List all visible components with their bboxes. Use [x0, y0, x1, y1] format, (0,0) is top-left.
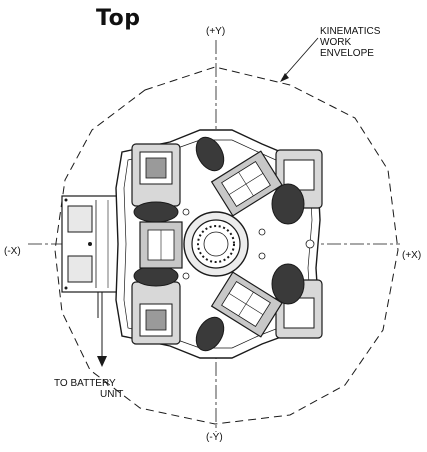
battery-arrowhead: [97, 356, 107, 367]
envelope-arrowhead: [280, 73, 289, 82]
leg-right-lower: [271, 263, 323, 339]
envelope-callout: KINEMATICS WORK ENVELOPE: [320, 26, 380, 59]
axis-label-plus-y: (+Y): [206, 26, 226, 37]
envelope-callout-line-1: KINEMATICS: [320, 26, 381, 37]
axis-label-minus-x: (-X): [4, 246, 21, 257]
axis-label-plus-x: (+X): [402, 250, 422, 261]
battery-box: [61, 195, 127, 293]
joint-upper: [195, 136, 225, 172]
leg-left-lower: [131, 265, 181, 345]
leg-right-upper: [271, 149, 323, 225]
view-title: Top: [96, 6, 141, 31]
central-hub: [183, 211, 249, 277]
actuator-upper-right: [210, 150, 283, 217]
actuator-lower-right: [210, 271, 283, 338]
leg-left-upper: [131, 143, 181, 223]
battery-callout-line-2: UNIT: [100, 389, 124, 400]
axis-label-minus-y: (-Y): [206, 432, 223, 443]
fasteners: [182, 208, 315, 280]
envelope-callout-line-2: WORK: [320, 37, 352, 48]
actuator-left: [139, 221, 183, 269]
work-envelope: [54, 66, 399, 425]
envelope-leader: [281, 37, 319, 80]
battery-callout-line-1: TO BATTERY: [54, 378, 116, 389]
joint-lower: [195, 316, 225, 352]
battery-callout: TO BATTERY UNIT: [54, 378, 123, 400]
envelope-callout-line-3: ENVELOPE: [320, 48, 374, 59]
